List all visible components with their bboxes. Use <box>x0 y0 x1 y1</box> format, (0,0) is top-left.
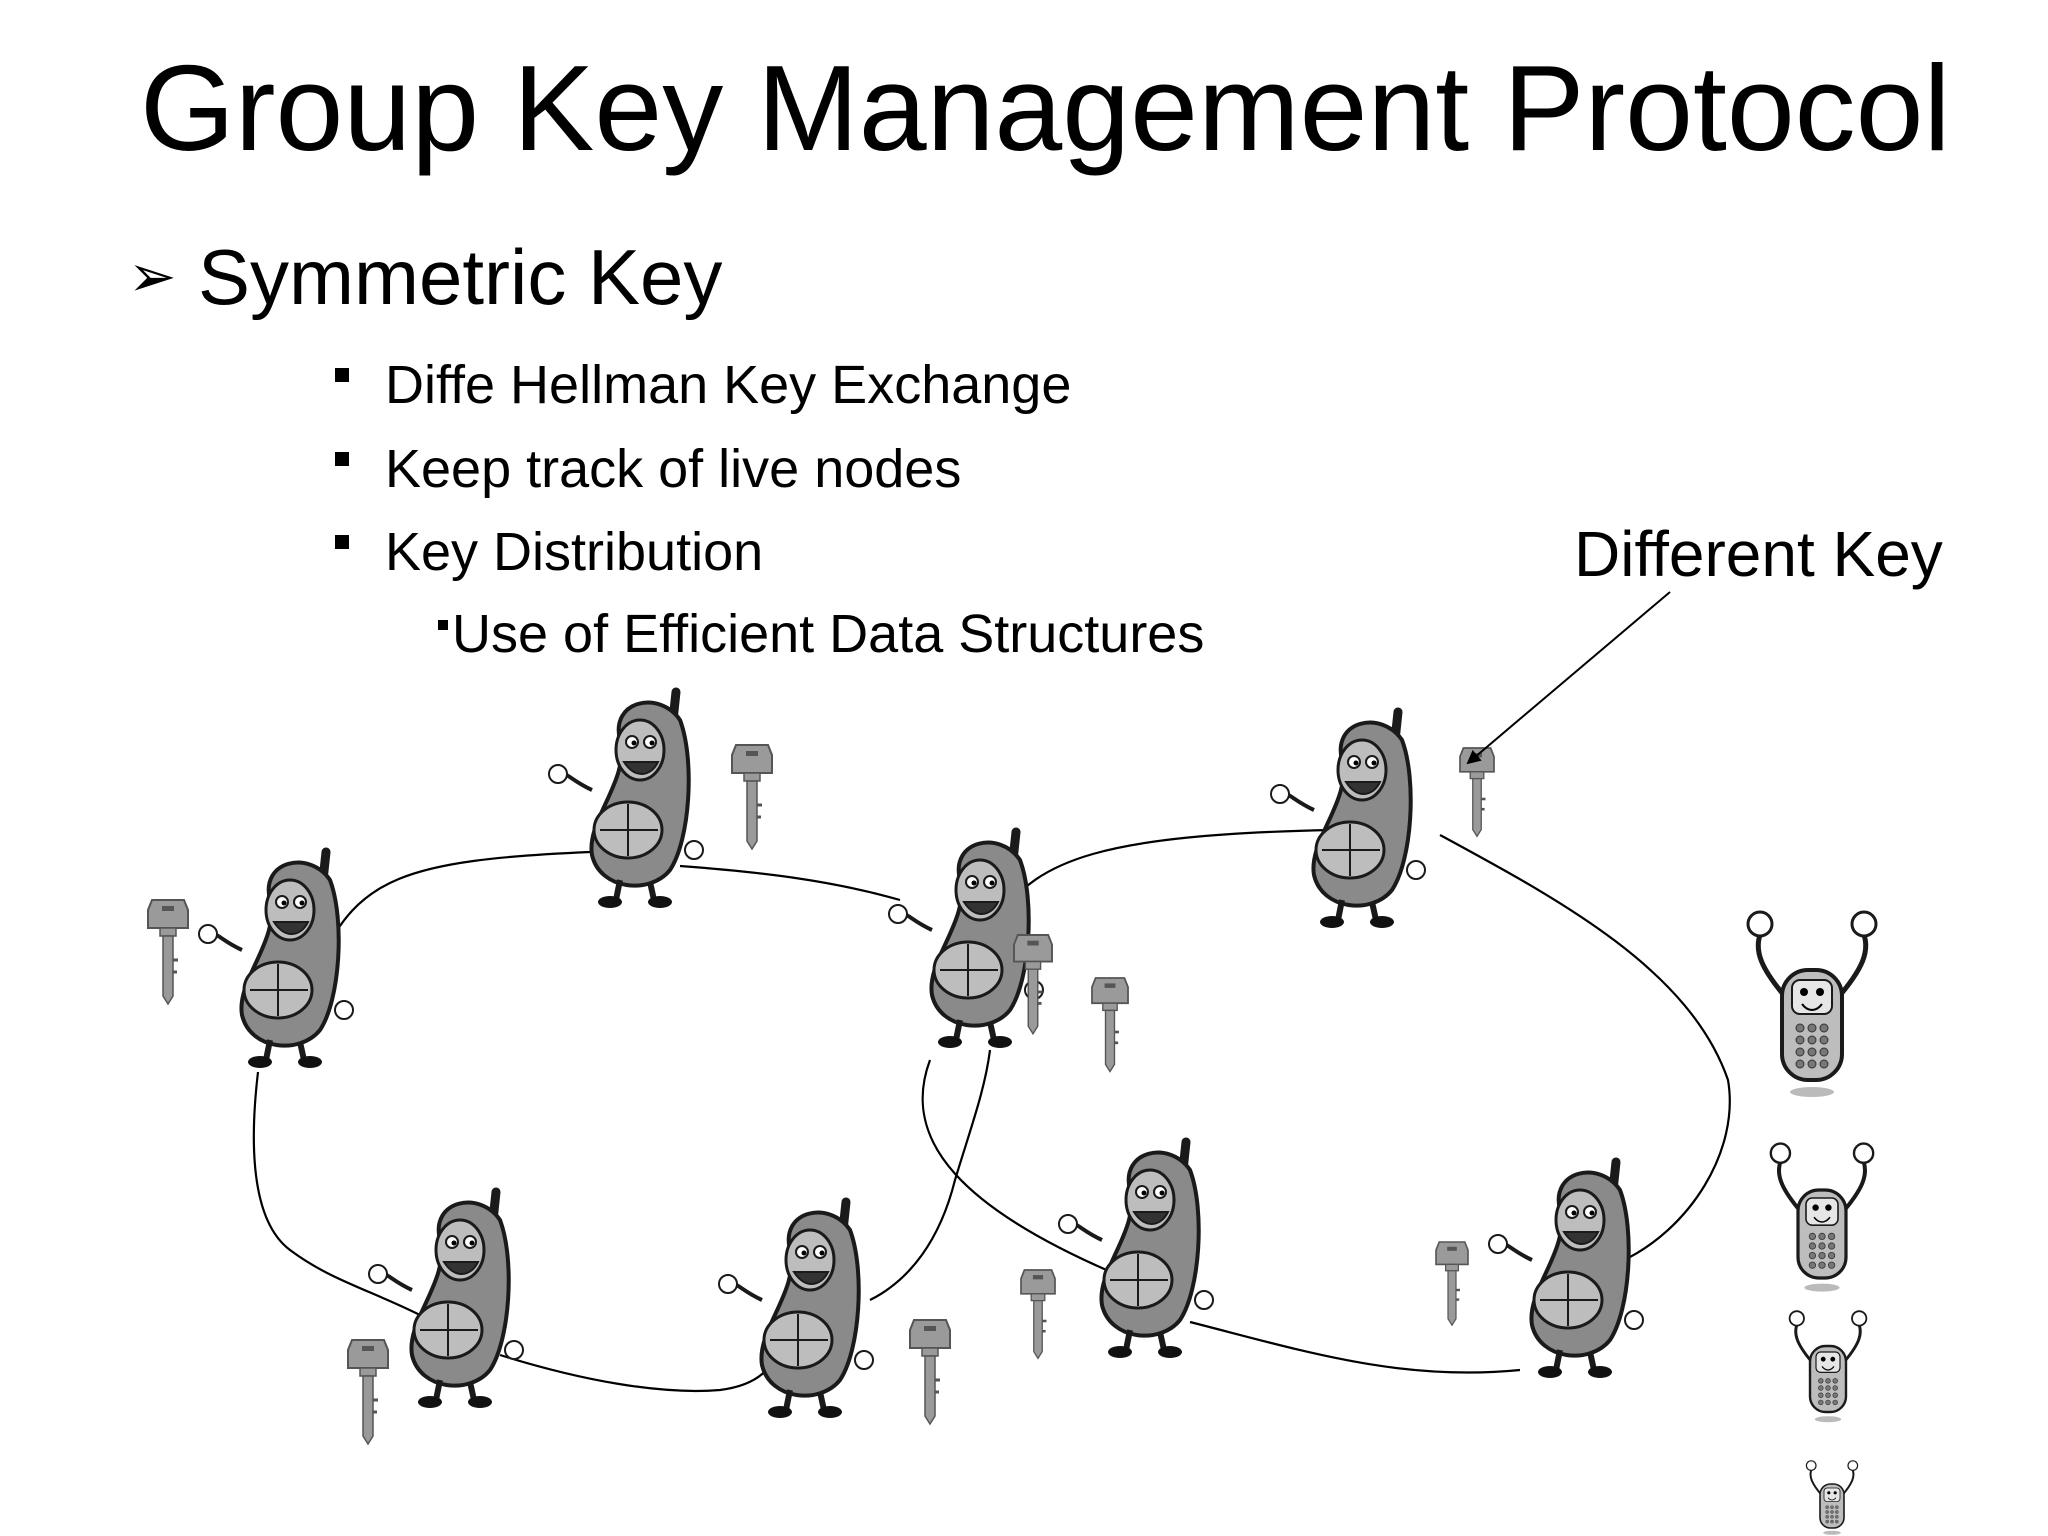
sub-item-live-nodes: Keep track of live nodes <box>335 442 961 496</box>
link-line <box>1439 834 1731 1264</box>
key-icon <box>1020 1269 1056 1360</box>
arrow-bullet-icon: ➢ <box>128 244 177 309</box>
key-icon <box>347 1339 389 1446</box>
phone-node-icon <box>1488 1157 1644 1378</box>
square-bullet-icon <box>335 535 349 549</box>
bullet-label: Symmetric Key <box>198 233 723 321</box>
key-icon <box>1091 977 1129 1073</box>
square-bullet-icon <box>438 620 448 630</box>
cheering-phone-icon <box>1769 1142 1875 1292</box>
callout-different-key: Different Key <box>1574 518 1943 590</box>
sub-item-label: Diffe Hellman Key Exchange <box>385 355 1072 415</box>
cheering-phone-icon <box>1746 910 1878 1097</box>
square-bullet-icon <box>335 452 349 466</box>
key-icon <box>1459 747 1495 838</box>
key-icons <box>147 744 1495 1446</box>
phone-node-icon <box>718 1197 874 1418</box>
slide-title: Group Key Management Protocol <box>140 40 1951 176</box>
link-line <box>869 1049 992 1301</box>
key-icon <box>1013 934 1053 1036</box>
link-line <box>319 850 591 961</box>
phone-node-icon <box>548 687 704 908</box>
cheering-phones <box>1746 910 1878 1535</box>
link-line <box>499 1349 777 1393</box>
link-line <box>1189 1320 1521 1374</box>
bullet-symmetric-key: ➢ Symmetric Key <box>128 238 722 316</box>
cheering-phone-icon <box>1788 1310 1868 1423</box>
callout-arrow <box>1466 591 1671 765</box>
key-icon <box>731 744 773 851</box>
sub-item-label: Key Distribution <box>385 522 764 582</box>
cheering-phone-icon <box>1805 1460 1859 1535</box>
link-line <box>999 828 1331 916</box>
sub-item-label: Keep track of live nodes <box>385 439 962 499</box>
phone-node-icon <box>198 847 354 1068</box>
phone-node-icon <box>1270 707 1426 928</box>
phone-node-icon <box>1058 1137 1214 1358</box>
key-icon <box>1435 1241 1469 1327</box>
link-line <box>921 1059 1131 1282</box>
link-line <box>679 864 901 902</box>
sub-sub-item-label: Use of Efficient Data Structures <box>452 604 1205 664</box>
key-icon <box>147 899 189 1006</box>
sub-sub-item-data-structures: Use of Efficient Data Structures <box>438 607 1204 661</box>
phone-node-icon <box>368 1187 524 1408</box>
sub-item-key-distribution: Key Distribution <box>335 525 763 579</box>
ring-nodes <box>198 687 1644 1418</box>
link-line <box>252 1071 421 1316</box>
phone-node-icon <box>888 827 1044 1048</box>
key-icon <box>909 1319 951 1426</box>
square-bullet-icon <box>335 368 349 382</box>
sub-item-dh-exchange: Diffe Hellman Key Exchange <box>335 358 1071 412</box>
